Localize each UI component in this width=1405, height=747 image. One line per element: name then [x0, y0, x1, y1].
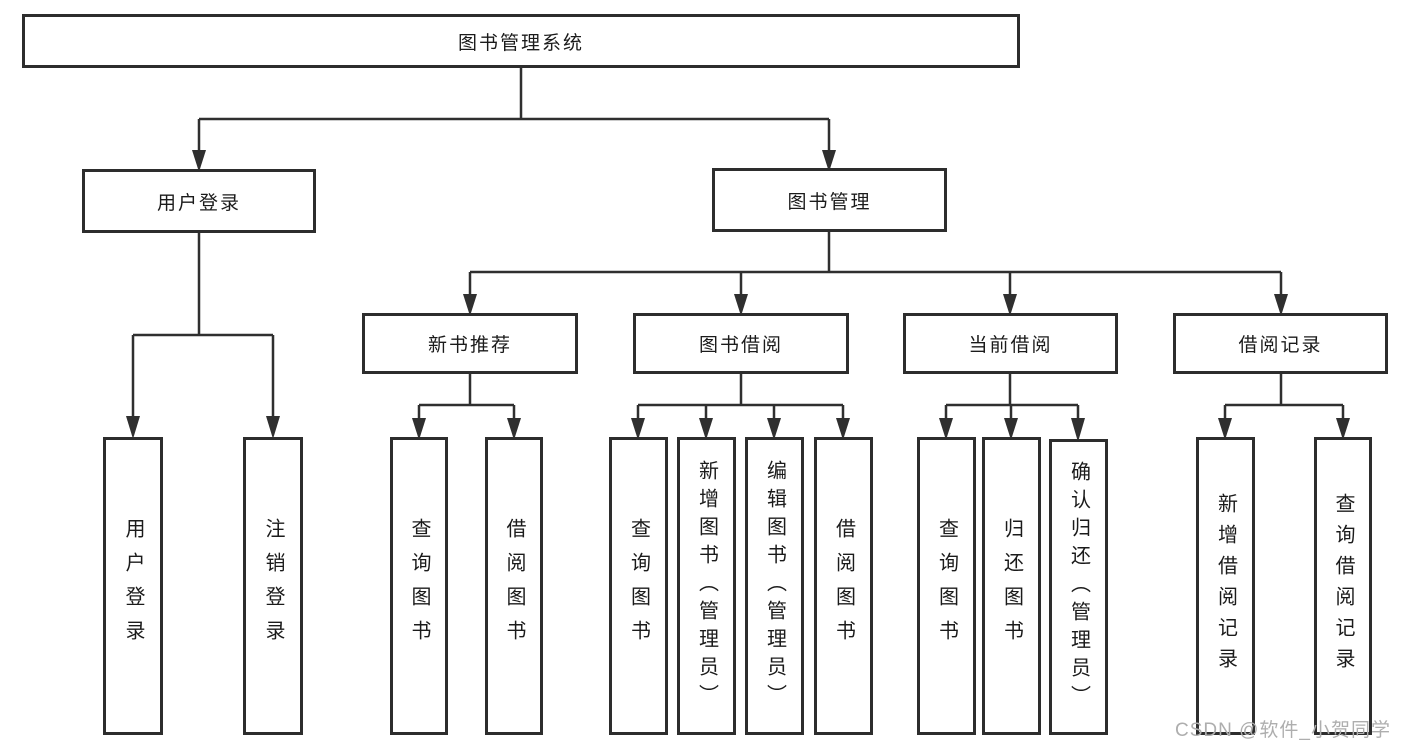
connector-userlogin-to-leaves: [131, 231, 275, 419]
connector-bookborrow-to-leaves: [636, 372, 845, 420]
arrow-down-icon: [126, 416, 140, 439]
leaf-logout-login: 注销登录: [243, 437, 303, 735]
leaf-add-book-admin: 新增图书（管理员）: [677, 437, 736, 735]
leaf-add-borrowing-record: 新增借阅记录: [1196, 437, 1255, 735]
connector-bookmgmt-to-level3: [468, 230, 1283, 296]
leaf-borrow-books-borrowing: 借阅图书: [814, 437, 873, 735]
node-current-borrowing: 当前借阅: [903, 313, 1118, 374]
arrow-down-icon: [266, 416, 280, 439]
node-book-management: 图书管理: [712, 168, 947, 232]
leaf-return-books: 归还图书: [982, 437, 1041, 735]
leaf-query-books-current: 查询图书: [917, 437, 976, 735]
leaf-query-books-borrowing: 查询图书: [609, 437, 668, 735]
connector-currentborrow-to-leaves: [944, 372, 1080, 420]
leaf-query-borrowing-record: 查询借阅记录: [1314, 437, 1372, 735]
connector-borrowrecords-to-leaves: [1223, 372, 1345, 420]
connector-newbookrec-to-leaves: [417, 372, 516, 420]
node-user-login: 用户登录: [82, 169, 316, 233]
node-book-borrowing: 图书借阅: [633, 313, 849, 374]
node-library-management-system: 图书管理系统: [22, 14, 1020, 68]
node-new-book-recommendation: 新书推荐: [362, 313, 578, 374]
csdn-watermark: CSDN @软件_小贺同学: [1175, 720, 1391, 741]
leaf-query-books-recommend: 查询图书: [390, 437, 448, 735]
leaf-borrow-books-recommend: 借阅图书: [485, 437, 543, 735]
node-borrowing-records: 借阅记录: [1173, 313, 1388, 374]
connector-root-to-level2: [197, 66, 831, 152]
leaf-confirm-return-admin: 确认归还（管理员）: [1049, 439, 1108, 735]
leaf-edit-book-admin: 编辑图书（管理员）: [745, 437, 804, 735]
leaf-user-login: 用户登录: [103, 437, 163, 735]
